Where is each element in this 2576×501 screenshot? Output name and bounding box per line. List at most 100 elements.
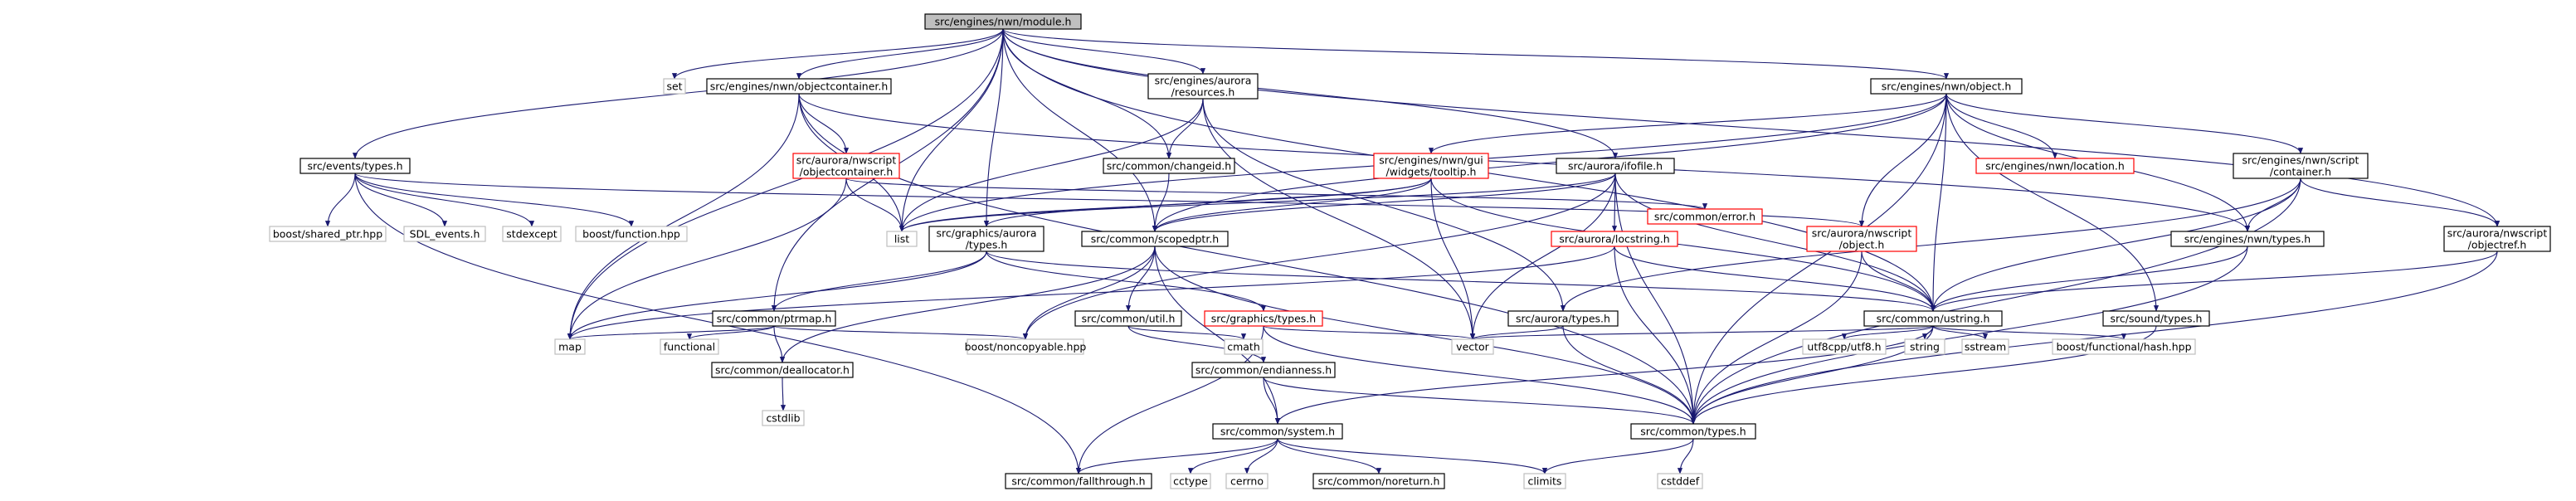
node-ifofile_h[interactable]: src/aurora/ifofile.h xyxy=(1556,158,1675,174)
edge-locstring_h-to-ustring_h xyxy=(1614,246,1936,312)
node-changeid_h[interactable]: src/common/changeid.h xyxy=(1103,158,1235,174)
edge-system_h-to-climits xyxy=(1277,438,1547,474)
edge-events_types_h-to-shared_ptr xyxy=(324,173,356,227)
node-label: climits xyxy=(1528,475,1562,488)
node-label: src/engines/nwn/location.h xyxy=(1985,160,2125,173)
node-locstring_h[interactable]: src/aurora/locstring.h xyxy=(1551,231,1678,247)
edge-ptrmap_h-to-noncopyable xyxy=(773,325,1028,340)
node-nwn_types_h[interactable]: src/engines/nwn/types.h xyxy=(2170,231,2325,247)
node-box xyxy=(1806,226,1917,252)
node-ustring_h[interactable]: src/common/ustring.h xyxy=(1863,310,2003,327)
node-label: src/engines/nwn/types.h xyxy=(2184,233,2311,246)
node-label: list xyxy=(894,233,909,246)
edge-module_h-to-map xyxy=(567,28,1004,340)
edge-deallocator_h-to-cstdlib xyxy=(780,377,786,411)
node-nwn_object_h[interactable]: src/engines/nwn/object.h xyxy=(1870,78,2023,95)
edge-aurora_resources_h-to-changeid_h xyxy=(1166,98,1204,159)
edge-system_h-to-fallthrough_h xyxy=(1075,438,1278,474)
node-label: src/engines/nwn/gui xyxy=(1379,154,1483,167)
edge-events_types_h-to-stdexcept xyxy=(354,173,535,227)
node-events_types_h[interactable]: src/events/types.h xyxy=(299,158,411,174)
edge-ifofile_h-to-noncopyable xyxy=(1022,173,1616,340)
edge-locstring_h-to-map xyxy=(567,246,1615,340)
node-objectref_h[interactable]: src/aurora/nwscript/objectref.h xyxy=(2443,226,2551,252)
edge-ustring_h-to-hash_hpp xyxy=(1932,325,2126,340)
node-box xyxy=(762,410,805,426)
node-graphics_types_h[interactable]: src/graphics/types.h xyxy=(1204,310,1323,327)
node-label: src/aurora/types.h xyxy=(1516,313,1610,325)
node-nwn_location_h[interactable]: src/engines/nwn/location.h xyxy=(1975,158,2135,174)
node-label: SDL_events.h xyxy=(410,228,480,241)
node-box xyxy=(575,226,688,242)
edge-nwn_object_h-to-tooltip_h xyxy=(1429,93,1947,154)
node-module_h[interactable]: src/engines/nwn/module.h xyxy=(924,13,1082,30)
node-cctype: cctype xyxy=(1170,473,1211,489)
node-tooltip_h[interactable]: src/engines/nwn/gui/widgets/tooltip.h xyxy=(1373,153,1489,179)
node-box xyxy=(2052,338,2196,355)
node-sdl_events: SDL_events.h xyxy=(403,226,486,242)
node-aurora_resources_h[interactable]: src/engines/aurora/resources.h xyxy=(1147,73,1259,100)
node-label: src/common/scopedptr.h xyxy=(1091,233,1219,246)
node-endianness_h[interactable]: src/common/endianness.h xyxy=(1191,362,1336,378)
node-common_types_h[interactable]: src/common/types.h xyxy=(1630,423,1756,440)
edge-ifofile_h-to-scopedptr_h xyxy=(1152,173,1616,232)
node-sound_types_h[interactable]: src/sound/types.h xyxy=(2102,310,2210,327)
edge-endianness_h-to-system_h xyxy=(1263,377,1281,425)
node-scopedptr_h[interactable]: src/common/scopedptr.h xyxy=(1081,231,1229,247)
edge-ifofile_h-to-list xyxy=(899,173,1616,232)
edge-scopedptr_h-to-deallocator_h xyxy=(779,246,1156,363)
node-label: vector xyxy=(1456,341,1490,353)
edge-nwn_object_h-to-sound_types_h xyxy=(1945,93,2160,312)
node-label: boost/shared_ptr.hpp xyxy=(273,228,382,241)
node-label: src/aurora/nwscript xyxy=(796,154,897,167)
node-box xyxy=(299,158,411,174)
node-nwscript_objectcontainer_h[interactable]: src/aurora/nwscript/objectcontainer.h xyxy=(792,153,900,179)
node-box xyxy=(1204,310,1323,327)
node-cstdlib: cstdlib xyxy=(762,410,805,426)
edge-nwn_object_h-to-ustring_h xyxy=(1930,93,1947,312)
node-system_h[interactable]: src/common/system.h xyxy=(1212,423,1343,440)
edge-objectcontainer_h-to-nwn_types_h xyxy=(798,93,2250,232)
node-fallthrough_h[interactable]: src/common/fallthrough.h xyxy=(1005,473,1152,489)
edge-module_h-to-nwn_object_h xyxy=(1002,28,1949,80)
node-hash_hpp: boost/functional/hash.hpp xyxy=(2052,338,2196,355)
node-nwscript_object_h[interactable]: src/aurora/nwscript/object.h xyxy=(1806,226,1917,252)
node-util_h[interactable]: src/common/util.h xyxy=(1074,310,1182,327)
node-noreturn_h[interactable]: src/common/noreturn.h xyxy=(1312,473,1445,489)
edge-script_container_h-to-objectref_h xyxy=(2300,178,2501,227)
node-label: boost/functional/hash.hpp xyxy=(2056,341,2191,353)
node-box xyxy=(1170,473,1211,489)
node-label: src/engines/nwn/object.h xyxy=(1882,80,2012,93)
node-aurora_types_h[interactable]: src/aurora/types.h xyxy=(1507,310,1619,327)
node-label: src/engines/aurora xyxy=(1155,75,1252,87)
node-label: src/common/error.h xyxy=(1654,211,1755,223)
node-box xyxy=(1551,231,1678,247)
node-error_h[interactable]: src/common/error.h xyxy=(1647,208,1763,225)
edge-module_h-to-scopedptr_h xyxy=(1002,28,1158,232)
edge-locstring_h-to-common_types_h xyxy=(1614,246,1697,425)
node-box xyxy=(967,338,1084,355)
edge-script_container_h-to-nwn_types_h xyxy=(2244,178,2301,232)
edge-nwn_object_h-to-common_types_h xyxy=(1690,93,1947,425)
node-boost_function: boost/function.hpp xyxy=(575,226,688,242)
edge-aurora_resources_h-to-list xyxy=(898,98,1204,232)
node-box xyxy=(792,153,900,179)
node-label: src/aurora/nwscript xyxy=(2447,227,2548,240)
node-graphics_aurora_types_h[interactable]: src/graphics/aurora/types.h xyxy=(928,226,1045,252)
edge-layer xyxy=(324,28,2501,474)
edge-common_types_h-to-climits xyxy=(1541,438,1694,474)
node-box xyxy=(1975,158,2135,174)
node-label: src/common/endianness.h xyxy=(1195,364,1332,377)
node-label: /objectcontainer.h xyxy=(800,166,894,178)
node-label: src/common/ustring.h xyxy=(1877,313,1990,325)
edge-scopedptr_h-to-system_h xyxy=(1154,246,1281,425)
node-objectcontainer_h[interactable]: src/engines/nwn/objectcontainer.h xyxy=(706,78,892,95)
node-ptrmap_h[interactable]: src/common/ptrmap.h xyxy=(712,310,836,327)
edge-util_h-to-endianness_h xyxy=(1127,325,1267,363)
node-box xyxy=(2170,231,2325,247)
node-label: src/common/system.h xyxy=(1220,426,1335,438)
node-deallocator_h[interactable]: src/common/deallocator.h xyxy=(711,362,854,378)
node-label: boost/function.hpp xyxy=(582,228,680,241)
node-script_container_h[interactable]: src/engines/nwn/script/container.h xyxy=(2233,153,2369,179)
edge-aurora_types_h-to-vector xyxy=(1470,325,1564,340)
